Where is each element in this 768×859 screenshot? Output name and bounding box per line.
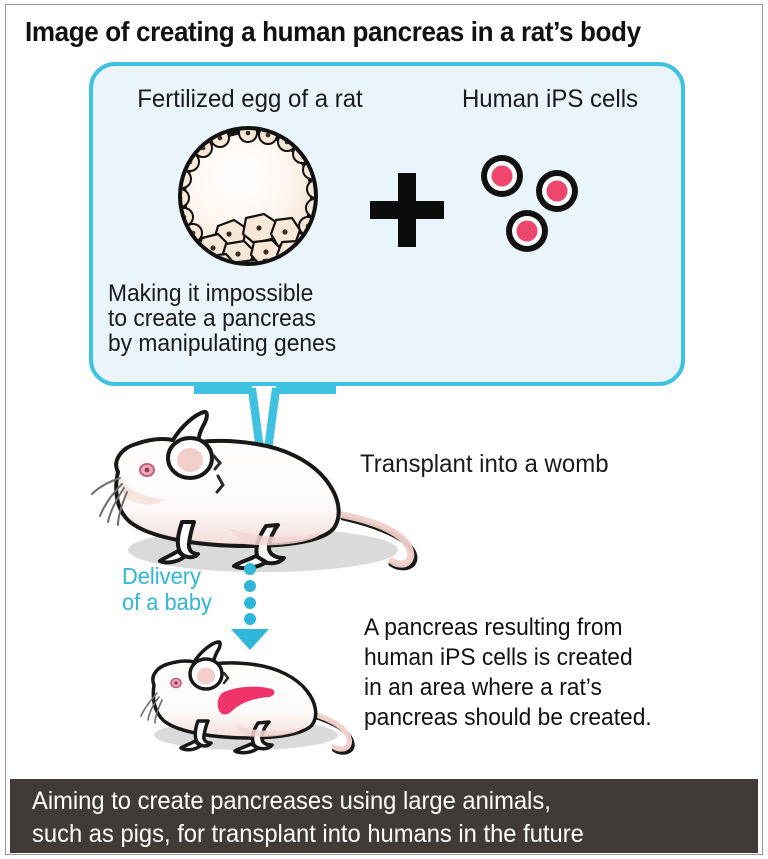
plus-icon: [370, 173, 444, 247]
gene-text-line-3: by manipulating genes: [108, 330, 337, 357]
fertilized-egg-label: Fertilized egg of a rat: [137, 85, 363, 113]
blastocyst-icon: [178, 126, 318, 266]
delivery-label: Delivery of a baby: [122, 563, 236, 615]
delivery-line-1: Delivery: [122, 563, 201, 589]
dotted-down-arrow-icon: [231, 563, 269, 650]
baby-rat-icon: [140, 640, 355, 755]
gene-manipulation-text: Making it impossible to create a pancrea…: [108, 281, 507, 356]
banner-line-2: such as pigs, for transplant into humans…: [32, 820, 584, 848]
page-title: Image of creating a human pancreas in a …: [25, 16, 641, 47]
result-description: A pancreas resulting from human iPS cell…: [364, 613, 687, 733]
banner-line-1: Aiming to create pancreases using large …: [32, 787, 551, 815]
result-line-3: in an area where a rat’s: [364, 674, 602, 701]
gene-text-line-2: to create a pancreas: [108, 305, 316, 332]
delivery-line-2: of a baby: [122, 589, 212, 615]
result-line-1: A pancreas resulting from: [364, 614, 623, 641]
ips-cells-icon: [481, 155, 578, 252]
ips-cells-label: Human iPS cells: [461, 85, 639, 113]
result-line-2: human iPS cells is created: [364, 644, 633, 671]
bottom-banner: Aiming to create pancreases using large …: [10, 779, 758, 853]
gene-text-line-1: Making it impossible: [108, 280, 314, 307]
transplant-label: Transplant into a womb: [360, 450, 609, 478]
adult-rat-icon: [91, 409, 418, 572]
result-line-4: pancreas should be created.: [364, 704, 652, 731]
